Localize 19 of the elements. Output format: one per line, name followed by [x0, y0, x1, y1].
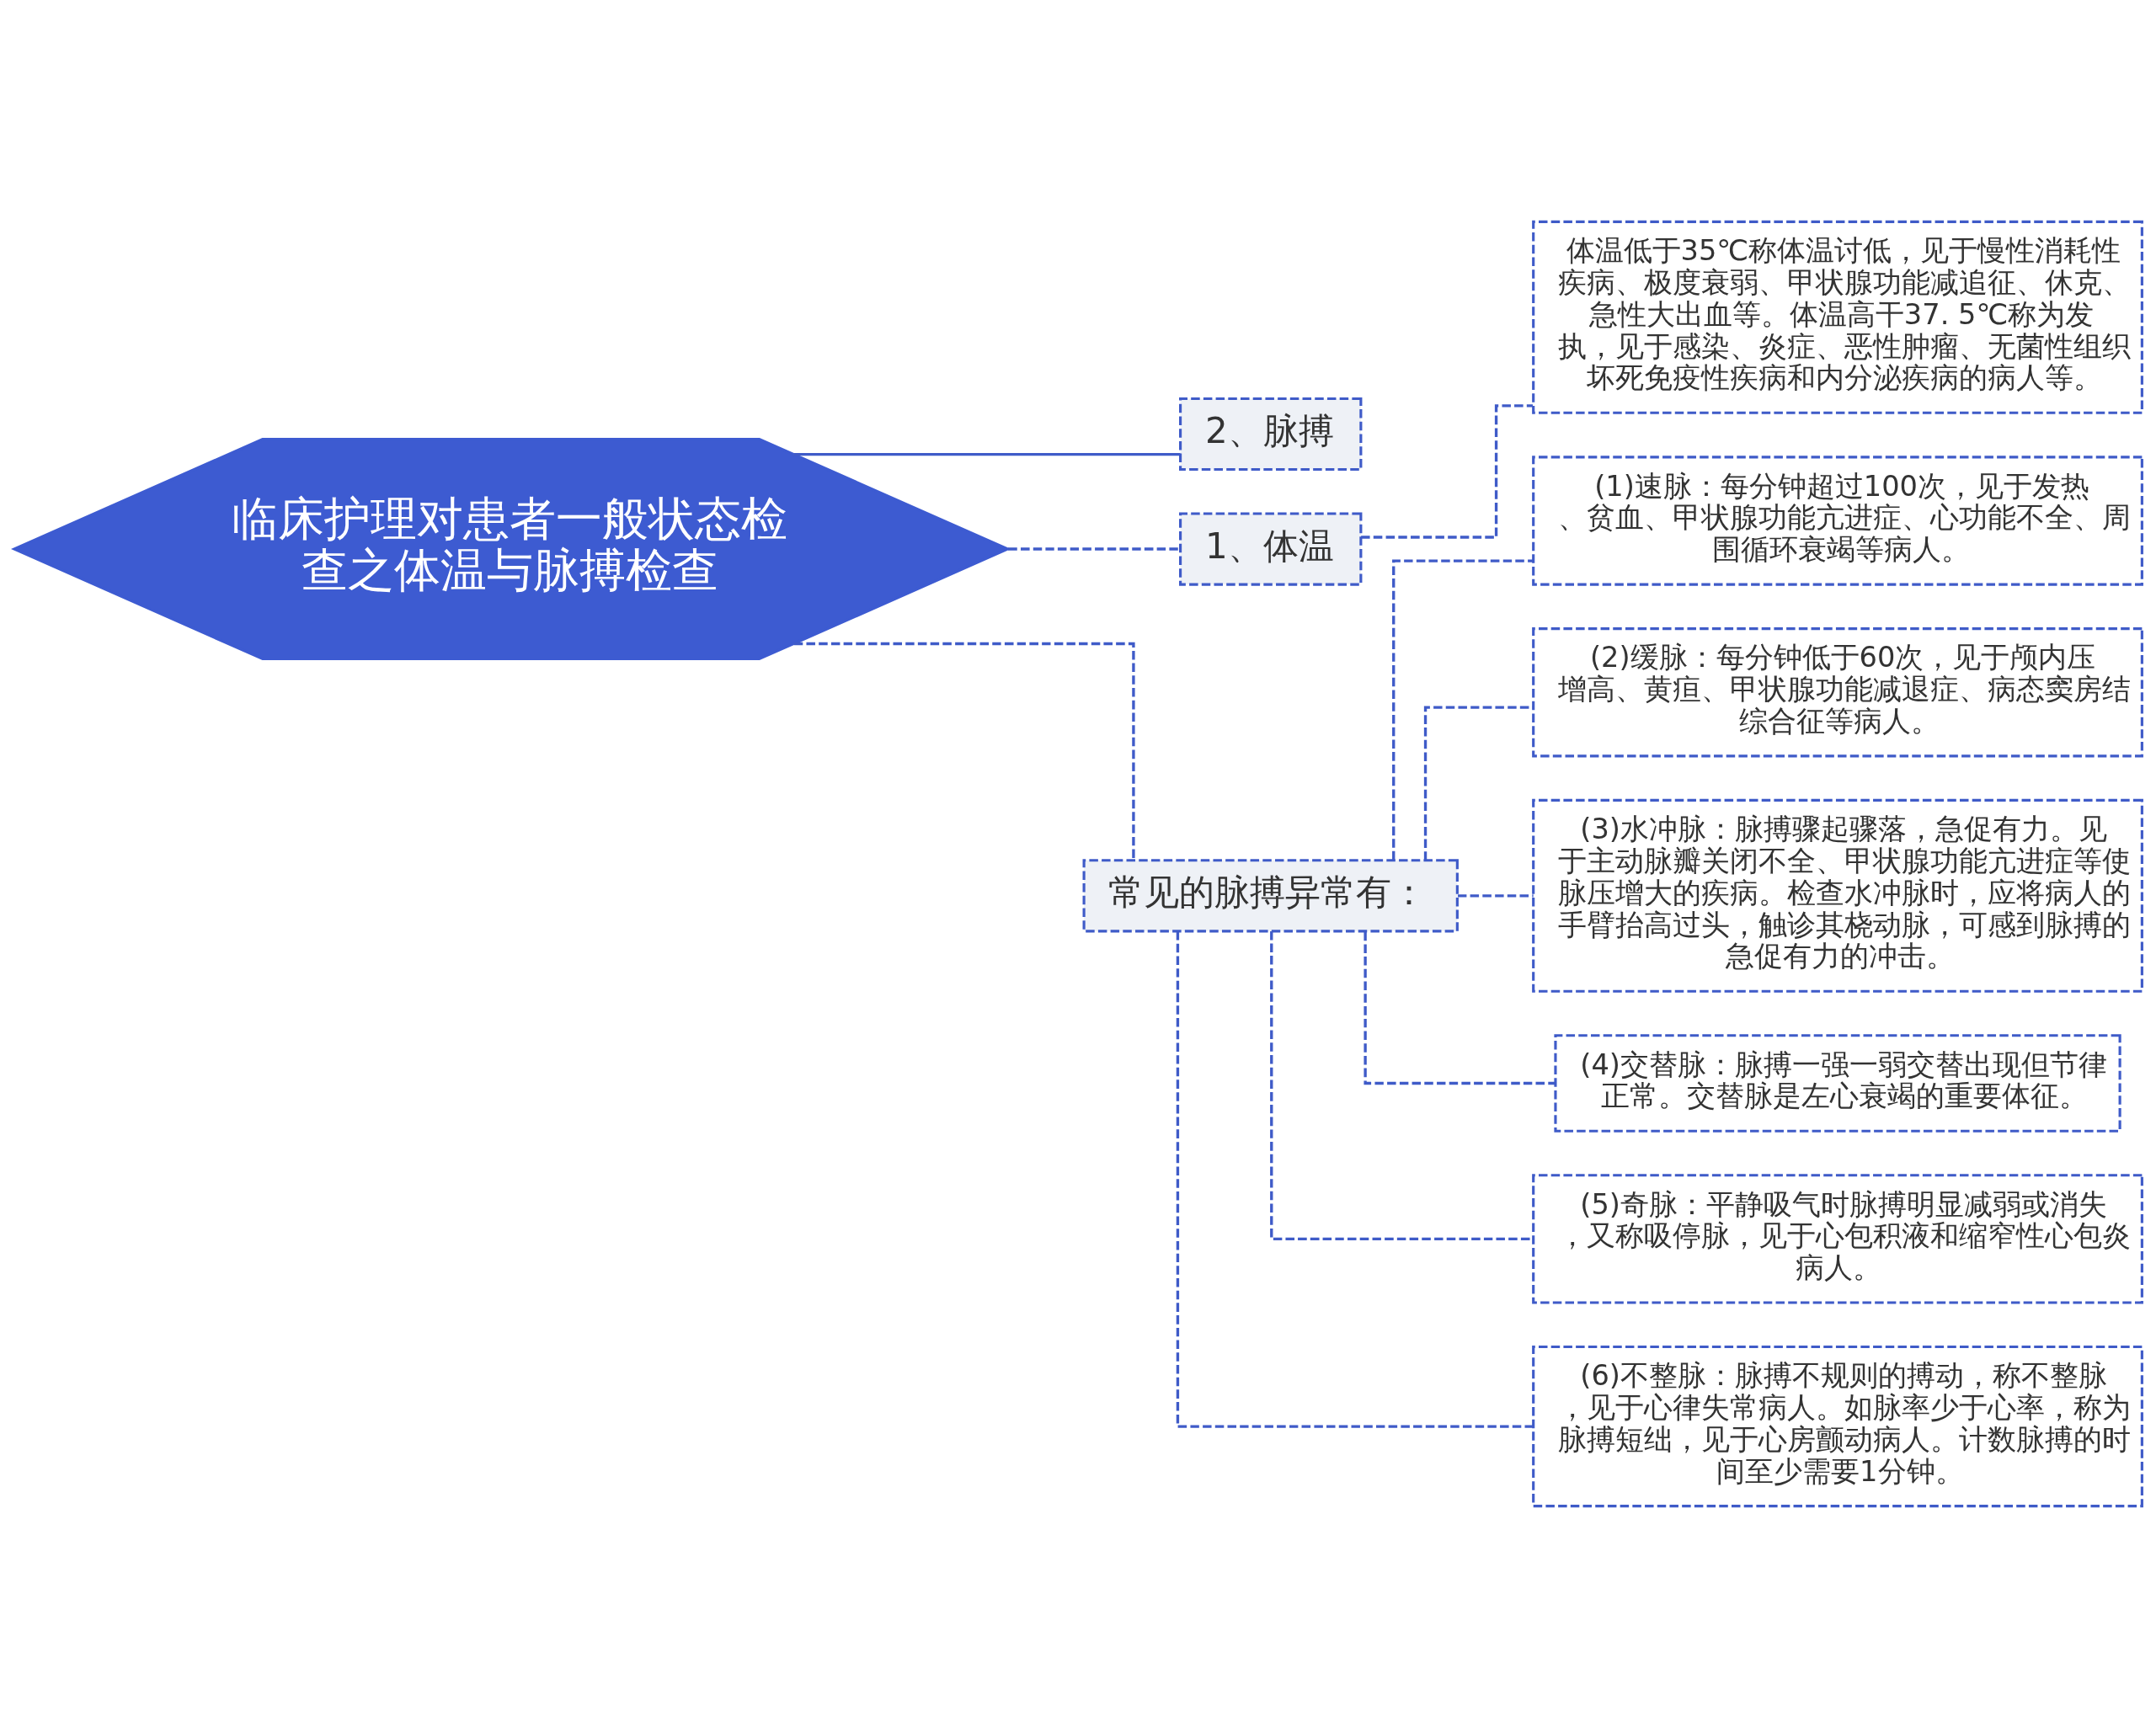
node-box: (6)不整脉：脉搏不规则的搏动，称不整脉，见于心律失常病人。如脉率少于心率，称为脉搏短绌，见于心房颤动病人。计数脉搏的时间至少需要1分钟。 [1532, 1345, 2143, 1507]
node-box: (1)速脉：每分钟超过100次，见于发热、贫血、甲状腺功能亢进症、心功能不全、周围循环衰竭等病人。 [1532, 455, 2143, 586]
connector [1361, 403, 1533, 539]
connector [1008, 546, 1181, 551]
connector [1423, 705, 1534, 861]
connector [1176, 930, 1534, 1428]
node-box: 2、脉搏 [1179, 397, 1363, 471]
node-box: 体温低于35℃称体温讨低，见于慢性消耗性疾病、极度衰弱、甲状腺功能减追征、休克、急性大出血等。体温高干37. 5℃称为发执，见于感染、炎症、恶性肿瘤、无菌性组织坏死免疫性疾病和内分泌疾病的病人等。 [1532, 220, 2143, 414]
connector [1458, 893, 1534, 897]
node-box: (4)交替脉：脉搏一强一弱交替出现但节律正常。交替脉是左心衰竭的重要体征。 [1554, 1033, 2121, 1133]
connector [793, 452, 1181, 456]
node-box: 1、体温 [1179, 511, 1363, 586]
node-box: (3)水冲脉：脉搏骤起骤落，急促有力。见于主动脉瓣关闭不全、甲状腺功能亢进症等使脉压增大的疾病。检查水冲脉时，应将病人的手臂抬高过头，触诊其桡动脉，可感到脉搏的急促有力的冲击。 [1532, 798, 2143, 993]
connector [1364, 931, 1556, 1085]
node-box: 常见的脉搏异常有： [1082, 858, 1459, 932]
node-box: (2)缓脉：每分钟低于60次，见于颅内压增高、黄疸、甲状腺功能减退症、病态窦房结综合征等病人。 [1532, 626, 2143, 757]
connector [793, 642, 1135, 861]
node-box: (5)奇脉：平静吸气时脉搏明显减弱或消失，又称吸停脉，见于心包积液和缩窄性心包炎病人。 [1532, 1173, 2143, 1304]
connector [1392, 558, 1534, 860]
